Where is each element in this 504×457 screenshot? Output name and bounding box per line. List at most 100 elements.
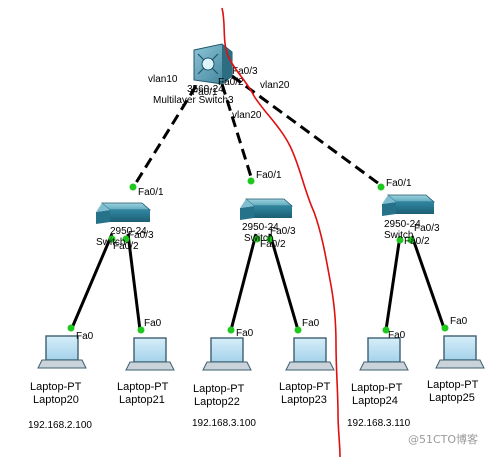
core-multilayer-switch[interactable] bbox=[193, 43, 233, 85]
port-led bbox=[294, 326, 302, 334]
access-switch-1[interactable] bbox=[96, 202, 152, 224]
link-laptop23[interactable] bbox=[268, 233, 300, 331]
switch-2-name: Switch bbox=[244, 233, 273, 244]
switch-1-uplink-port: Fa0/1 bbox=[138, 187, 164, 198]
laptop-20[interactable] bbox=[37, 335, 87, 369]
uplinks bbox=[132, 74, 383, 188]
laptop-icon bbox=[443, 335, 477, 361]
laptop-21-port: Fa0 bbox=[144, 318, 162, 329]
link-laptop20[interactable] bbox=[70, 233, 114, 329]
laptop-22-name: Laptop22 bbox=[194, 396, 240, 408]
laptop-keyboard bbox=[125, 361, 175, 371]
switch-1-port-fa0-2: Fa0/2 bbox=[113, 241, 139, 252]
laptop-23-name: Laptop23 bbox=[281, 394, 327, 406]
switch-icon-side bbox=[382, 202, 396, 216]
laptop-icon bbox=[293, 337, 327, 363]
port-led bbox=[67, 324, 75, 332]
switch-1-model: 2950-24 bbox=[110, 226, 147, 237]
switch-3-port-fa0-2: Fa0/2 bbox=[404, 236, 430, 247]
port-led bbox=[122, 235, 130, 243]
port-led bbox=[266, 235, 274, 243]
core-model-label: 3560-24 bbox=[187, 84, 224, 95]
laptop-icon bbox=[45, 335, 79, 361]
switch-icon bbox=[244, 198, 294, 207]
laptop-24-name: Laptop24 bbox=[352, 395, 398, 407]
uplink-switch-right[interactable] bbox=[231, 74, 383, 188]
port-led bbox=[227, 326, 235, 334]
vlan-label-left: vlan10 bbox=[148, 74, 178, 85]
laptop-24-type: Laptop-PT bbox=[351, 382, 403, 394]
laptop-keyboard bbox=[359, 361, 409, 371]
laptop-23-port: Fa0 bbox=[302, 318, 320, 329]
laptop-20-port: Fa0 bbox=[76, 331, 94, 342]
link-laptop21[interactable] bbox=[126, 233, 142, 331]
switch-3-model: 2950-24 bbox=[384, 219, 421, 230]
port-led bbox=[108, 235, 116, 243]
uplink-switch-left[interactable] bbox=[132, 85, 198, 187]
switch-3-port-fa0-3: Fa0/3 bbox=[414, 223, 440, 234]
access-links bbox=[70, 233, 446, 331]
laptop-keyboard bbox=[435, 359, 485, 369]
laptop-20-type: Laptop-PT bbox=[30, 381, 82, 393]
laptop-22[interactable] bbox=[202, 337, 252, 371]
port-led bbox=[396, 236, 404, 244]
link-laptop25[interactable] bbox=[410, 235, 446, 329]
access-switch-3[interactable] bbox=[382, 194, 436, 216]
laptop-23-type: Laptop-PT bbox=[279, 381, 331, 393]
core-port-fa0-3: Fa0/3 bbox=[232, 66, 258, 77]
annotation-divider-line bbox=[221, 7, 341, 457]
laptop-22-port: Fa0 bbox=[236, 328, 254, 339]
laptop-25-name: Laptop25 bbox=[429, 392, 475, 404]
core-name-label: Multilayer Switch3 bbox=[153, 95, 234, 106]
laptop-22-type: Laptop-PT bbox=[193, 383, 245, 395]
switch-2-port-fa0-3: Fa0/3 bbox=[270, 226, 296, 237]
port-led bbox=[407, 236, 415, 244]
switch-2-model: 2950-24 bbox=[242, 222, 279, 233]
laptop-23[interactable] bbox=[285, 337, 335, 371]
switch-icon-side bbox=[240, 206, 254, 220]
multilayer-switch-icon-side bbox=[222, 44, 232, 84]
ip-note-laptop20: 192.168.2.100 bbox=[28, 420, 92, 431]
laptop-icon bbox=[210, 337, 244, 363]
port-led bbox=[247, 177, 255, 185]
port-leds bbox=[67, 177, 449, 334]
port-led bbox=[253, 235, 261, 243]
switch-2-port-fa0-2: Fa0/2 bbox=[260, 239, 286, 250]
port-led bbox=[377, 183, 385, 191]
switch-icon bbox=[386, 194, 436, 203]
laptop-25-port: Fa0 bbox=[450, 316, 468, 327]
switch-icon bbox=[100, 202, 152, 211]
multilayer-switch-icon-hub bbox=[201, 57, 215, 71]
port-led bbox=[129, 183, 137, 191]
laptop-21[interactable] bbox=[125, 337, 175, 371]
laptop-icon bbox=[367, 337, 401, 363]
ip-note-laptop22: 192.168.3.100 bbox=[192, 418, 256, 429]
laptop-21-type: Laptop-PT bbox=[117, 381, 169, 393]
laptop-20-name: Laptop20 bbox=[33, 394, 79, 406]
switch-1-name: Switch bbox=[96, 237, 125, 248]
switch-icon-front bbox=[110, 210, 150, 222]
port-led bbox=[382, 326, 390, 334]
laptop-25[interactable] bbox=[435, 335, 485, 369]
vlan-label-right-bottom: vlan20 bbox=[232, 110, 262, 121]
switch-1-port-fa0-3: Fa0/3 bbox=[128, 230, 154, 241]
core-port-fa0-1: Fa0/1 bbox=[192, 87, 218, 98]
link-laptop24[interactable] bbox=[384, 235, 402, 331]
laptop-keyboard bbox=[285, 361, 335, 371]
switch-icon-front bbox=[254, 206, 292, 218]
watermark-text: @51CTO博客 bbox=[408, 432, 478, 446]
laptop-keyboard bbox=[202, 361, 252, 371]
switch-icon-side bbox=[96, 210, 110, 224]
link-laptop22[interactable] bbox=[229, 233, 258, 331]
switch-3-uplink-port: Fa0/1 bbox=[386, 178, 412, 189]
switch-icon-front bbox=[396, 202, 434, 214]
laptop-21-name: Laptop21 bbox=[119, 394, 165, 406]
ip-note-laptop24: 192.168.3.110 bbox=[347, 418, 411, 429]
laptop-keyboard bbox=[37, 359, 87, 369]
port-led bbox=[137, 326, 145, 334]
switch-2-uplink-port: Fa0/1 bbox=[256, 170, 282, 181]
access-switch-2[interactable] bbox=[240, 198, 294, 220]
laptop-icon bbox=[133, 337, 167, 363]
laptop-24[interactable] bbox=[359, 337, 409, 371]
